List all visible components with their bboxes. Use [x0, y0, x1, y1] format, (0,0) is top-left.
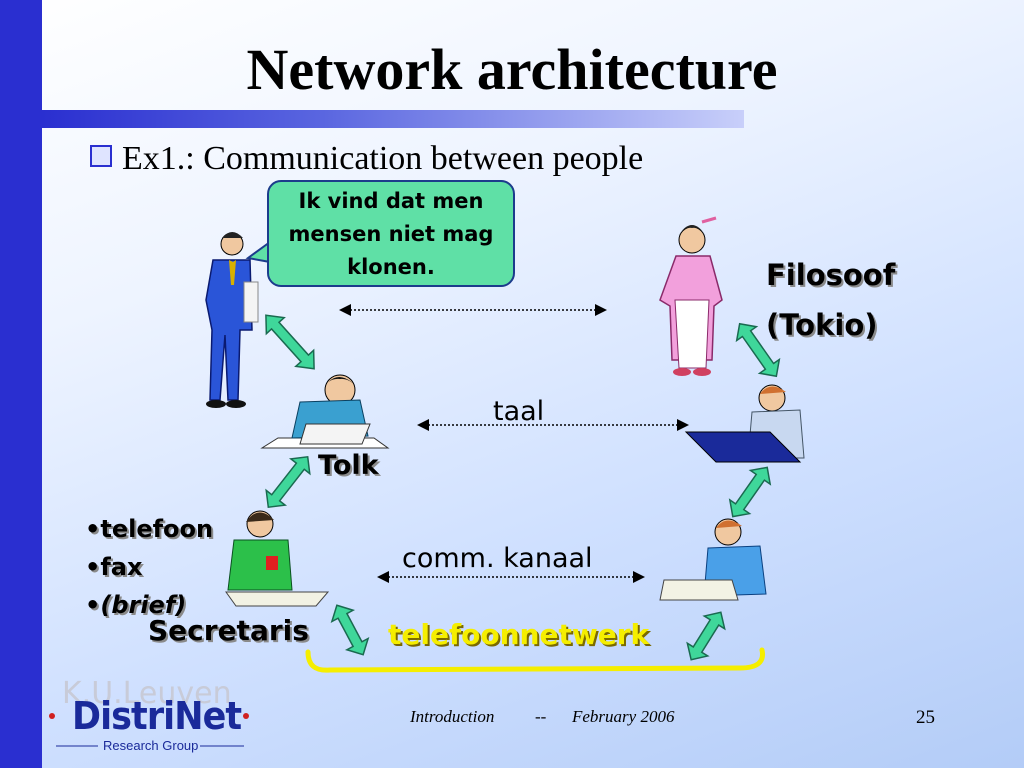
label-secretaris: Secretaris: [148, 614, 309, 647]
footer-date: February 2006: [572, 707, 675, 726]
speech-bubble: Ik vind dat men mensen niet mag klonen.: [267, 180, 515, 287]
title-underline-bar: [42, 110, 744, 128]
vertical-arrows: [265, 314, 781, 661]
label-tokio: (Tokio): [766, 308, 878, 342]
philosopher-figure: [659, 216, 723, 376]
label-telefoonnetwerk: telefoonnetwerk: [388, 618, 650, 651]
telephone-network-line: [305, 647, 766, 673]
double-arrow-left-bottom: [330, 604, 370, 656]
secretary-left-figure: [225, 510, 330, 607]
list-item: •(brief): [85, 591, 187, 619]
media-list: •telefoon •fax •(brief): [85, 510, 213, 624]
footer-section: Introduction: [410, 707, 495, 726]
double-arrow-left-top: [265, 314, 315, 370]
double-arrow-right-mid: [728, 466, 772, 518]
label-taal: taal: [493, 396, 545, 427]
double-arrow-right-top: [735, 322, 781, 378]
left-accent-bar: [0, 0, 42, 768]
footer-separator: --: [535, 707, 547, 726]
speech-line-2: mensen niet mag: [288, 222, 494, 246]
double-arrow-left-mid: [265, 455, 311, 509]
interpreter-right-figure: [684, 384, 805, 463]
speech-line-3: klonen.: [347, 255, 435, 279]
bullet-item: Ex1.: Communication between people: [90, 140, 643, 178]
square-bullet-icon: [90, 145, 112, 167]
bullet-text: Ex1.: Communication between people: [122, 140, 644, 177]
slide-title: Network architecture: [246, 37, 778, 102]
secretary-right-figure: [659, 518, 767, 601]
label-filosoof: Filosoof: [766, 258, 896, 292]
list-item: •telefoon: [85, 515, 214, 543]
list-item: •fax: [85, 553, 143, 581]
logo-university-watermark: K.U.Leuven: [62, 676, 232, 711]
double-arrow-right-bottom: [686, 611, 726, 661]
speech-line-1: Ik vind dat men: [298, 189, 484, 213]
interpreter-left-figure: [260, 374, 390, 449]
businessman-figure: [205, 232, 259, 408]
logo-subtitle: Research Group: [103, 738, 199, 753]
label-comm-kanaal: comm. kanaal: [402, 543, 593, 574]
label-tolk: Tolk: [318, 450, 379, 481]
page-number: 25: [916, 707, 935, 728]
logo-distrinet: DistriNet: [72, 694, 242, 738]
